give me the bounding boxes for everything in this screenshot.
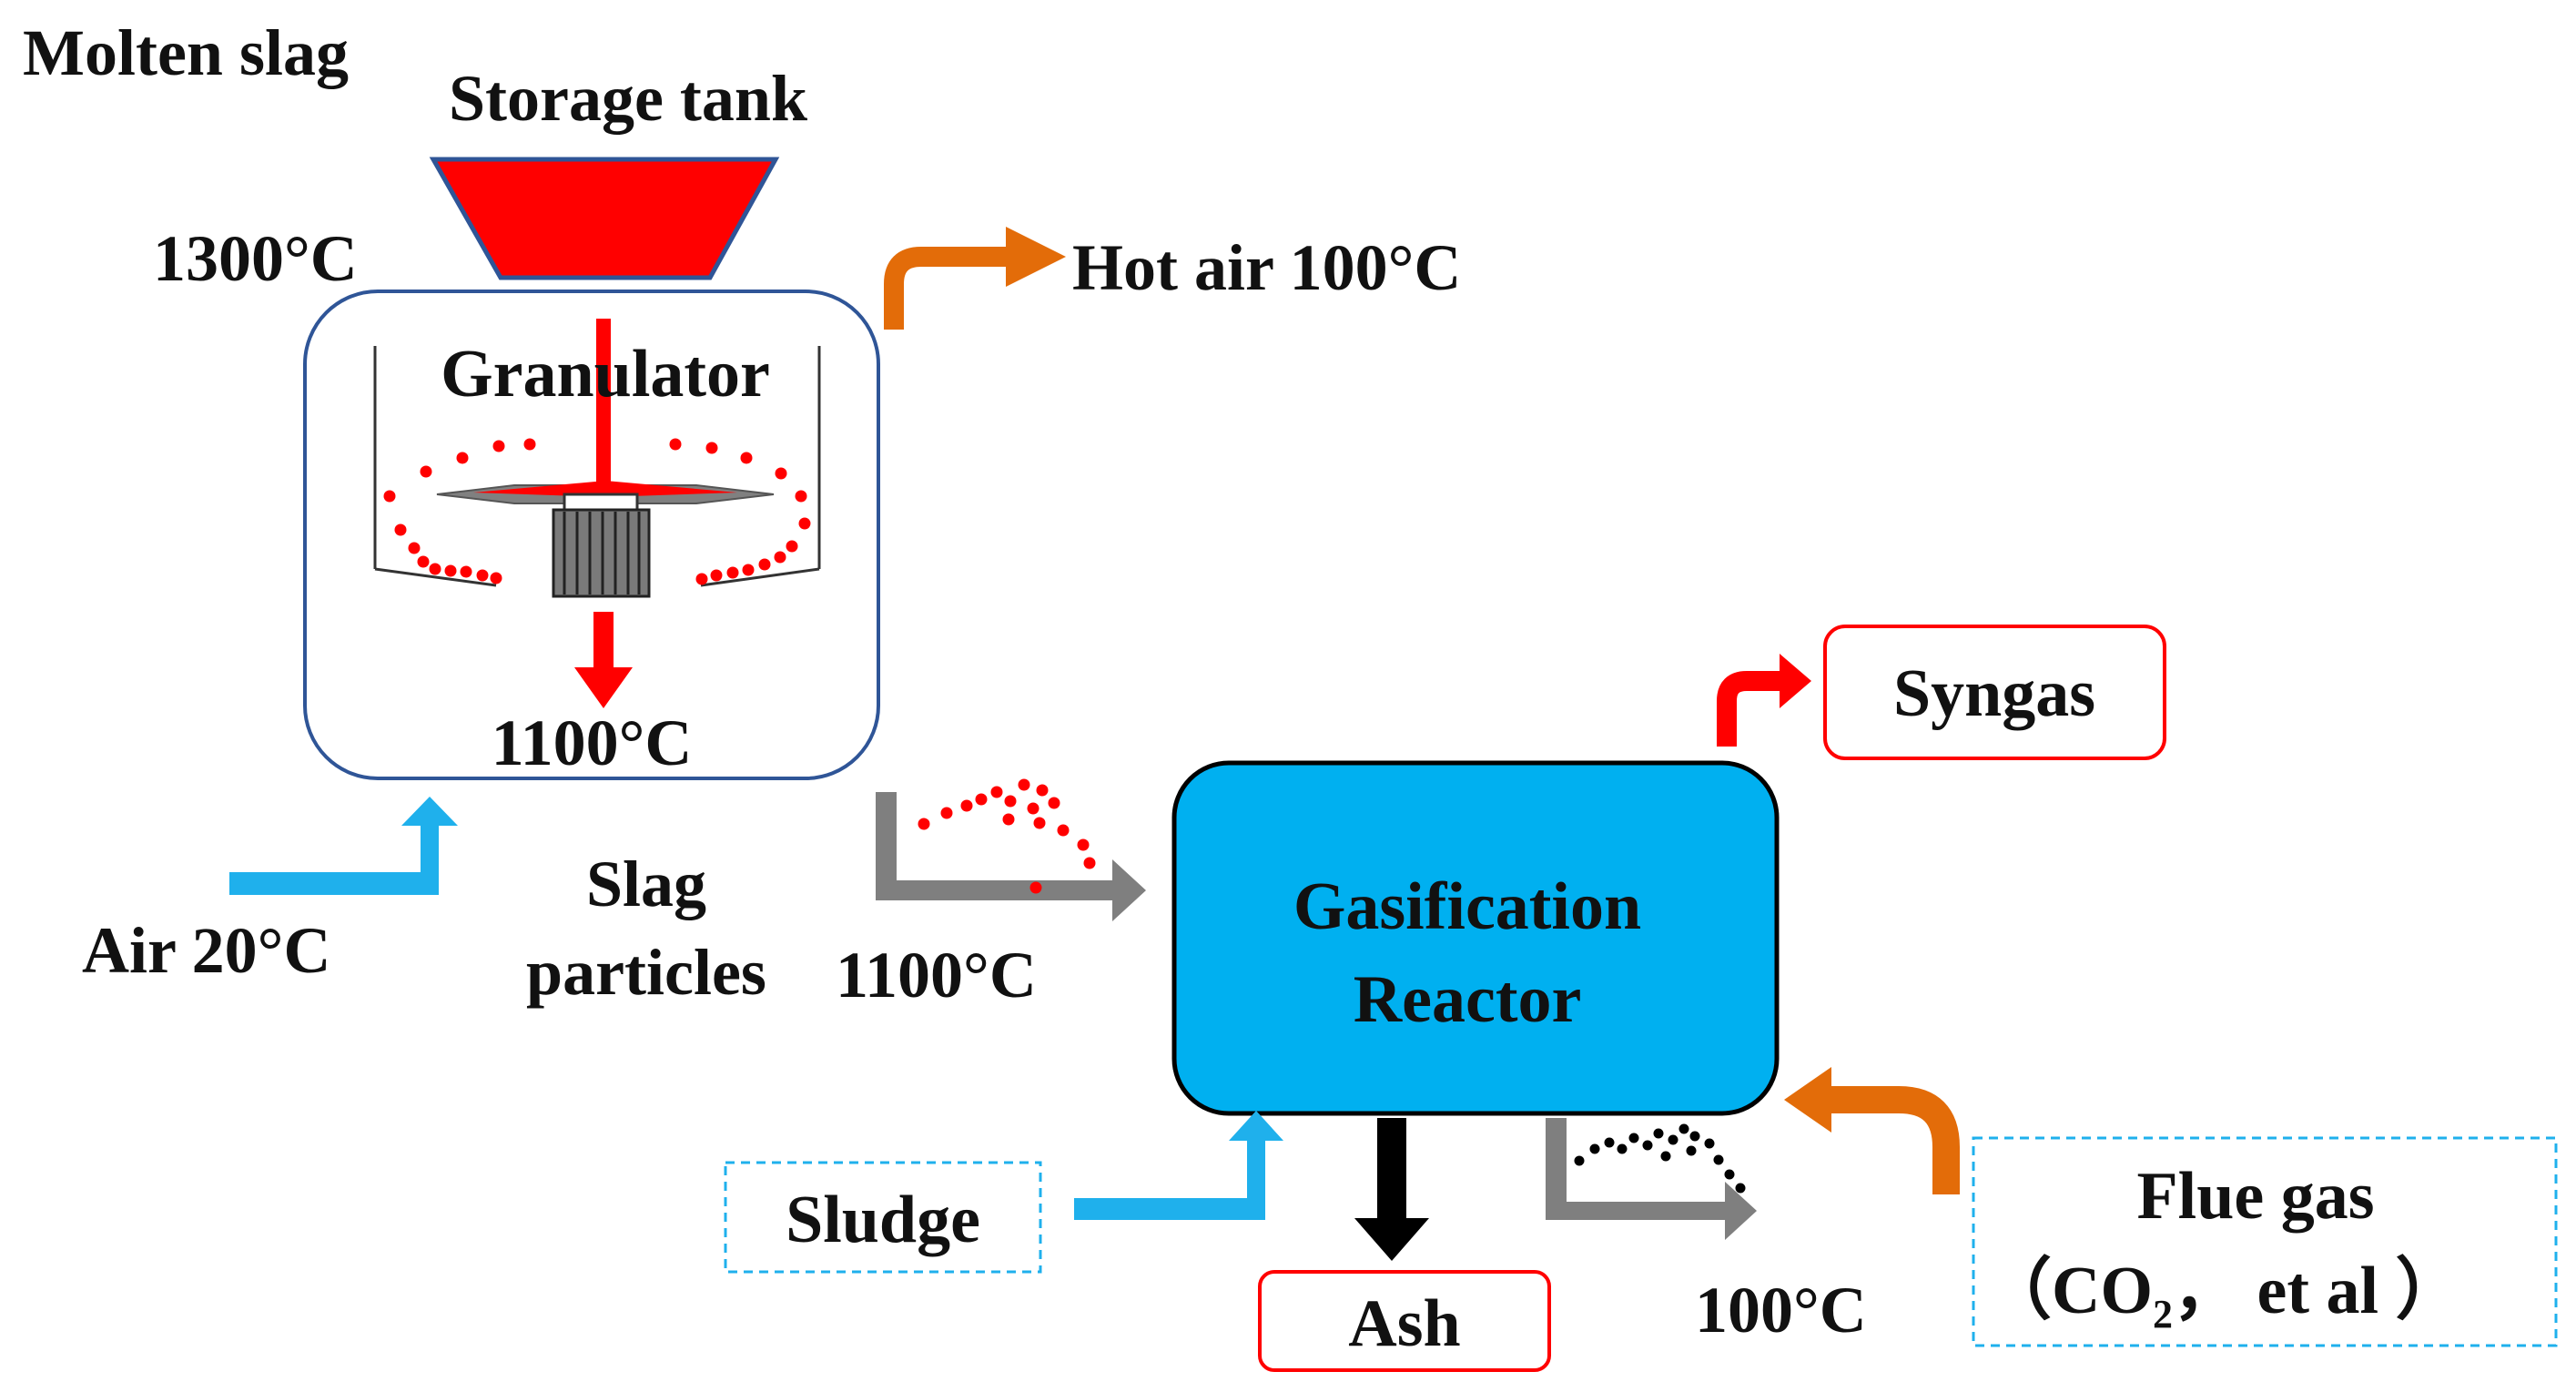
ash-box	[1258, 1270, 1551, 1372]
cooled-slag-dots	[1574, 1123, 1746, 1194]
syngas-arrow	[1717, 671, 1780, 747]
motor-icon	[552, 493, 651, 598]
slag-particles-transfer-dots	[918, 778, 1096, 894]
flue-gas-composition-subscript: 2	[2153, 1292, 2173, 1336]
flue-gas-composition-label: （CO2， et al ）	[1984, 1254, 2463, 1336]
slag-particles-label-line2: particles	[526, 936, 766, 1009]
rotary-disk-slag-film	[473, 481, 737, 497]
flue-gas-composition-prefix: （CO	[1984, 1254, 2153, 1328]
granulator-title: Granulator	[441, 337, 770, 412]
slag-particles-transfer-arrow	[876, 792, 1146, 921]
flue-gas-arrow-head	[1784, 1067, 1831, 1133]
inlet-temperature-label: 1300°C	[153, 222, 358, 295]
flue-gas-box	[1972, 1136, 2558, 1347]
granulator-walls	[373, 346, 821, 587]
ash-label: Ash	[1348, 1286, 1460, 1361]
ash-outlet-arrow	[1354, 1118, 1429, 1261]
gasification-reactor-title-line2: Reactor	[1354, 962, 1582, 1037]
molten-slag-label: Molten slag	[23, 16, 349, 89]
storage-tank-hopper	[429, 157, 780, 280]
flue-gas-arrow	[1831, 1086, 1960, 1194]
outlet-temperature-label: 100°C	[1695, 1274, 1867, 1346]
hot-air-label: Hot air 100°C	[1072, 231, 1461, 304]
cooled-slag-outlet-arrow	[1546, 1118, 1757, 1240]
gasification-reactor-box	[1171, 760, 1780, 1116]
slag-particles-label-line1: Slag	[586, 848, 706, 920]
granule-outlet-arrow	[574, 612, 633, 708]
molten-slag-stream	[596, 319, 611, 492]
syngas-arrow-head	[1780, 654, 1811, 708]
sludge-box	[724, 1161, 1042, 1274]
hot-air-arrow	[884, 227, 1066, 330]
flue-gas-composition-suffix: ， et al ）	[2173, 1254, 2463, 1328]
air-inlet-arrow	[229, 797, 458, 895]
storage-tank-label: Storage tank	[449, 62, 807, 135]
syngas-box	[1823, 625, 2166, 760]
slag-particles-temperature-label: 1100°C	[836, 939, 1037, 1011]
granulator-outlet-temperature-label: 1100°C	[492, 706, 693, 779]
syngas-label: Syngas	[1893, 656, 2095, 731]
air-inlet-label: Air 20°C	[82, 914, 330, 987]
granulator-droplets	[383, 438, 811, 585]
sludge-inlet-arrow	[1074, 1111, 1283, 1220]
sludge-label: Sludge	[786, 1183, 980, 1257]
flue-gas-label: Flue gas	[2136, 1159, 2374, 1234]
gasification-reactor-title-line1: Gasification	[1293, 869, 1641, 944]
